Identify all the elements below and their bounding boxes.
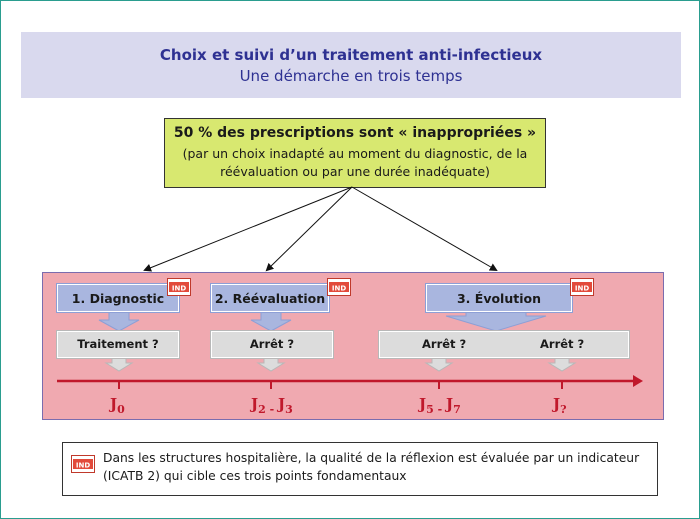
stage-reevaluation: 2. Réévaluation xyxy=(211,284,329,312)
question-arret-label: Arrêt ? xyxy=(249,337,295,351)
title-banner: Choix et suivi d’un traitement anti-infe… xyxy=(21,32,681,98)
question-traitement-label: Traitement ? xyxy=(77,337,159,351)
panel-graphics xyxy=(57,311,643,389)
figure-title: Choix et suivi d’un traitement anti-infe… xyxy=(159,46,543,64)
indicator-icon-1: IND xyxy=(167,278,191,296)
stage1-down-arrow xyxy=(98,311,140,332)
question-arret-reevaluation: Arrêt ? xyxy=(211,331,333,358)
timepoint-j2-j3: J2 - J3 xyxy=(251,395,293,416)
q3a-down-arrow xyxy=(424,356,454,372)
q1-down-arrow xyxy=(104,356,134,372)
arrow-to-diagnostic xyxy=(143,186,353,272)
indicator-badge-text: IND xyxy=(332,285,346,293)
indicator-icon-3: IND xyxy=(570,278,594,296)
indicator-icon-2: IND xyxy=(327,278,351,296)
figure-subtitle: Une démarche en trois temps xyxy=(239,67,463,85)
stage2-down-arrow xyxy=(250,311,292,332)
indicator-badge-text: IND xyxy=(76,462,90,470)
indicator-badge-text: IND xyxy=(172,285,186,293)
arrow-to-reevaluation xyxy=(265,186,353,272)
statement-detail: (par un choix inadapté au moment du diag… xyxy=(182,146,528,179)
indicator-icon-note: IND xyxy=(71,455,95,473)
stage-evolution: 3. Évolution xyxy=(426,284,572,312)
timeline-panel: 1. Diagnostic IND 2. Réévaluation IND 3.… xyxy=(42,272,664,420)
q3b-down-arrow xyxy=(547,356,577,372)
stage3-down-arrow xyxy=(445,311,547,332)
question-traitement: Traitement ? xyxy=(57,331,179,358)
question-arret-left-label: Arrêt ? xyxy=(422,337,467,351)
question-arret-evolution: Arrêt ? Arrêt ? xyxy=(379,331,629,358)
timeline-arrowhead xyxy=(633,375,643,387)
timepoint-jq: J? xyxy=(553,395,567,416)
statement-headline: 50 % des prescriptions sont « inappropri… xyxy=(173,125,537,141)
indicator-badge-text: IND xyxy=(575,285,589,293)
arrow-to-evolution xyxy=(351,186,498,271)
note-box: IND Dans les structures hospitalière, la… xyxy=(62,442,658,496)
timepoint-j5-j7: J5 - J7 xyxy=(419,395,461,416)
timepoint-j0: J0 xyxy=(110,395,125,416)
question-arret-right-label: Arrêt ? xyxy=(540,337,585,351)
note-text: Dans les structures hospitalière, la qua… xyxy=(103,451,640,483)
stage-diagnostic: 1. Diagnostic xyxy=(57,284,179,312)
statement-box: 50 % des prescriptions sont « inappropri… xyxy=(164,118,546,188)
q2-down-arrow xyxy=(256,356,286,372)
